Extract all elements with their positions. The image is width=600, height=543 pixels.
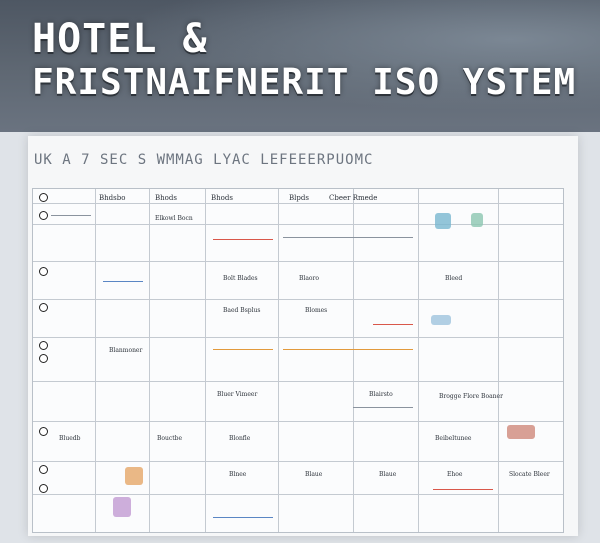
header-banner: HOTEL & FRISTNAIFNERIT ISO YSTEM (0, 0, 600, 132)
column-header: Bhods (211, 194, 233, 202)
faint-line (353, 407, 413, 408)
cell-text: Blnee (229, 471, 247, 478)
image-thumbnail (471, 213, 483, 227)
cell-text: Baed Bsplus (223, 307, 261, 314)
table-row (33, 381, 563, 382)
cell-text: Blomes (305, 307, 328, 314)
row-marker-icon (39, 267, 48, 276)
row-marker-icon (39, 484, 48, 493)
table-row (33, 203, 563, 204)
cell-text: Elkowl Bocn (155, 215, 193, 222)
document-sheet: UK A 7 SEC S WMMAG LYAC LEFEEERPUOMC Bhd… (28, 136, 578, 536)
row-marker-icon (39, 465, 48, 474)
column-divider (498, 189, 499, 532)
schedule-table: Bhdsbo Bhods Bhods Blpds Cbeer Rmede Elk… (32, 188, 564, 533)
cell-text: Blanmoner (109, 347, 143, 354)
cell-text: Brogge Flore Boaner (439, 393, 503, 400)
table-row (33, 261, 563, 262)
column-divider (95, 189, 96, 532)
column-divider (205, 189, 206, 532)
row-marker-icon (39, 211, 48, 220)
faint-line (373, 324, 413, 325)
cell-text: Blaue (379, 471, 397, 478)
table-row (33, 299, 563, 300)
faint-line (213, 517, 273, 518)
table-row (33, 421, 563, 422)
cell-text: Bluedb (59, 435, 81, 442)
row-marker-icon (39, 193, 48, 202)
column-header: Blpds (289, 194, 309, 202)
table-row (33, 494, 563, 495)
cell-text: Bolt Blades (223, 275, 258, 282)
cell-text: Beibeltunee (435, 435, 472, 442)
sheet-subtitle: UK A 7 SEC S WMMAG LYAC LEFEEERPUOMC (34, 152, 374, 168)
table-row (33, 337, 563, 338)
column-header: Bhods (155, 194, 177, 202)
cell-text: Blaue (305, 471, 323, 478)
image-thumbnail (431, 315, 451, 325)
row-marker-icon (39, 341, 48, 350)
cell-text: Slocate Bleer (509, 471, 550, 478)
image-thumbnail (507, 425, 535, 439)
row-marker-icon (39, 354, 48, 363)
faint-line (283, 349, 413, 350)
cell-text: Ehoe (447, 471, 463, 478)
cell-text: Blaoro (299, 275, 319, 282)
cell-text: Bouctbe (157, 435, 183, 442)
faint-line (213, 239, 273, 240)
faint-line (213, 349, 273, 350)
cell-text: Bluer Vimeer (217, 391, 258, 398)
row-marker-icon (39, 427, 48, 436)
row-marker-icon (39, 303, 48, 312)
column-header: Cbeer Rmede (329, 194, 378, 202)
faint-line (103, 281, 143, 282)
table-row (33, 224, 563, 225)
faint-line (51, 215, 91, 216)
column-divider (353, 189, 354, 532)
image-thumbnail (113, 497, 131, 517)
cell-text: Blairsto (369, 391, 393, 398)
column-divider (418, 189, 419, 532)
page-title-line2: FRISTNAIFNERIT ISO YSTEM (32, 62, 577, 103)
column-divider (149, 189, 150, 532)
cell-text: Bleed (445, 275, 463, 282)
faint-line (433, 489, 493, 490)
image-thumbnail (435, 213, 451, 229)
column-header: Bhdsbo (99, 194, 126, 202)
column-divider (278, 189, 279, 532)
page-title-line1: HOTEL & (32, 16, 208, 62)
image-thumbnail (125, 467, 143, 485)
table-row (33, 461, 563, 462)
cell-text: Blonfle (229, 435, 251, 442)
faint-line (283, 237, 413, 238)
